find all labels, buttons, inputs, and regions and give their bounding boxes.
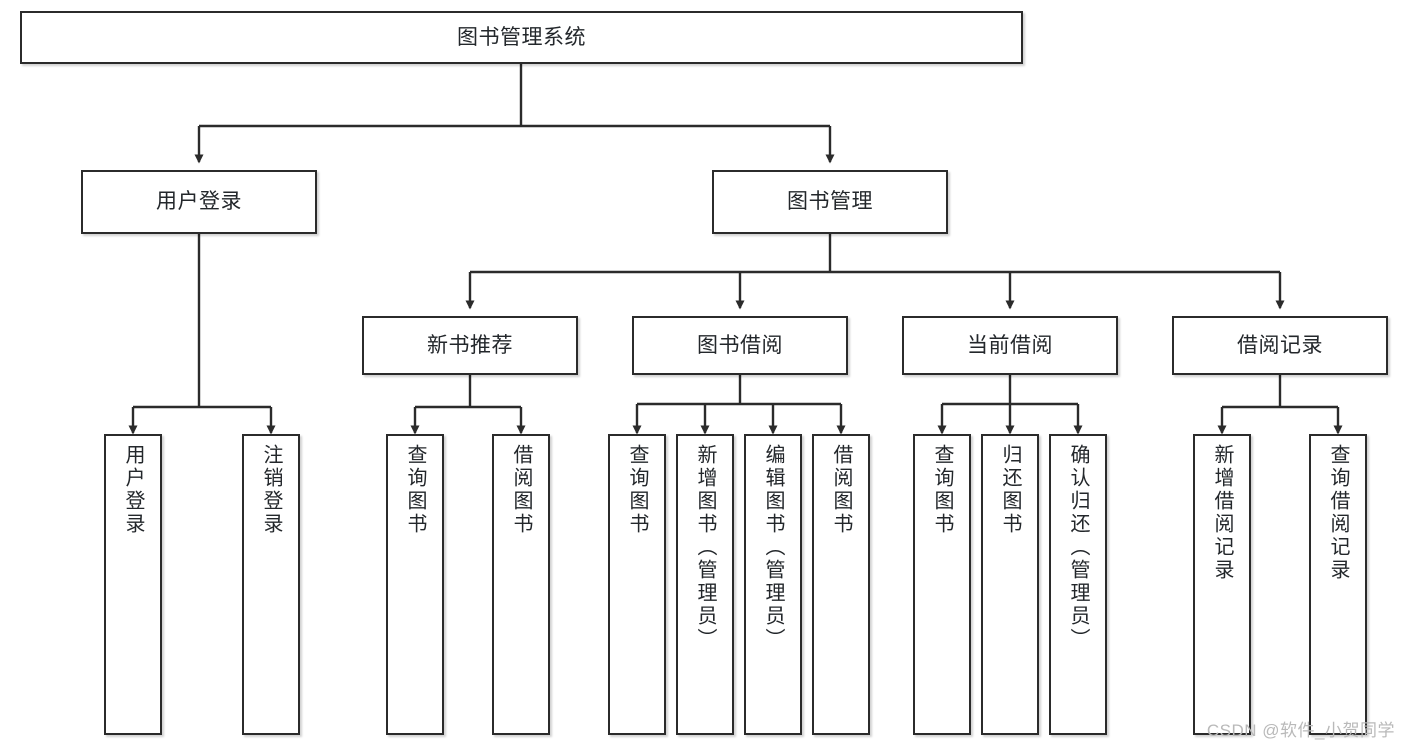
- node-book-management-label: 图书管理: [787, 190, 873, 214]
- node-borrow-record[interactable]: 借阅记录: [1172, 316, 1388, 375]
- connector-group-root: [194, 64, 835, 164]
- node-current-borrow-label: 当前借阅: [967, 333, 1053, 357]
- node-leaf-query-book-2-label: 查询图书: [626, 444, 648, 536]
- node-leaf-user-login[interactable]: 用户登录: [104, 434, 162, 735]
- node-current-borrow[interactable]: 当前借阅: [902, 316, 1118, 375]
- node-book-borrow-label: 图书借阅: [697, 333, 783, 357]
- node-leaf-edit-book-admin-label: 编辑图书（管理员）: [762, 444, 784, 651]
- node-user-login-label: 用户登录: [156, 190, 242, 214]
- connector-group-book-borrow: [632, 375, 846, 435]
- node-book-management[interactable]: 图书管理: [712, 170, 948, 234]
- node-leaf-query-borrow-record[interactable]: 查询借阅记录: [1309, 434, 1367, 735]
- node-leaf-confirm-return-admin-label: 确认归还（管理员）: [1067, 444, 1089, 651]
- node-leaf-query-book-1[interactable]: 查询图书: [386, 434, 444, 735]
- node-leaf-add-borrow-record[interactable]: 新增借阅记录: [1193, 434, 1251, 735]
- node-leaf-borrow-book-2-label: 借阅图书: [830, 444, 852, 536]
- connector-group-borrow-record: [1217, 375, 1343, 435]
- node-borrow-record-label: 借阅记录: [1237, 333, 1323, 357]
- node-leaf-add-borrow-record-label: 新增借阅记录: [1211, 444, 1233, 582]
- node-root[interactable]: 图书管理系统: [20, 11, 1023, 64]
- node-leaf-user-login-label: 用户登录: [122, 444, 144, 536]
- node-root-label: 图书管理系统: [457, 25, 586, 49]
- node-book-borrow[interactable]: 图书借阅: [632, 316, 848, 375]
- node-leaf-query-book-3-label: 查询图书: [931, 444, 953, 536]
- connector-group-new-book: [410, 375, 526, 435]
- node-leaf-return-book-label: 归还图书: [999, 444, 1021, 536]
- node-leaf-borrow-book-2[interactable]: 借阅图书: [812, 434, 870, 735]
- node-leaf-borrow-book-1-label: 借阅图书: [510, 444, 532, 536]
- node-leaf-query-book-1-label: 查询图书: [404, 444, 426, 536]
- node-leaf-query-book-2[interactable]: 查询图书: [608, 434, 666, 735]
- node-new-book-recommend-label: 新书推荐: [427, 333, 513, 357]
- node-leaf-query-book-3[interactable]: 查询图书: [913, 434, 971, 735]
- node-leaf-borrow-book-1[interactable]: 借阅图书: [492, 434, 550, 735]
- connector-group-book-management: [465, 234, 1285, 310]
- connector-group-current-borrow: [937, 375, 1083, 435]
- node-new-book-recommend[interactable]: 新书推荐: [362, 316, 578, 375]
- node-leaf-add-book-admin-label: 新增图书（管理员）: [694, 444, 716, 651]
- connector-group-user-login: [128, 234, 276, 435]
- node-leaf-query-borrow-record-label: 查询借阅记录: [1327, 444, 1349, 582]
- node-leaf-add-book-admin[interactable]: 新增图书（管理员）: [676, 434, 734, 735]
- node-leaf-edit-book-admin[interactable]: 编辑图书（管理员）: [744, 434, 802, 735]
- node-leaf-confirm-return-admin[interactable]: 确认归还（管理员）: [1049, 434, 1107, 735]
- node-leaf-return-book[interactable]: 归还图书: [981, 434, 1039, 735]
- node-leaf-logout-label: 注销登录: [260, 444, 282, 536]
- node-leaf-logout[interactable]: 注销登录: [242, 434, 300, 735]
- node-user-login[interactable]: 用户登录: [81, 170, 317, 234]
